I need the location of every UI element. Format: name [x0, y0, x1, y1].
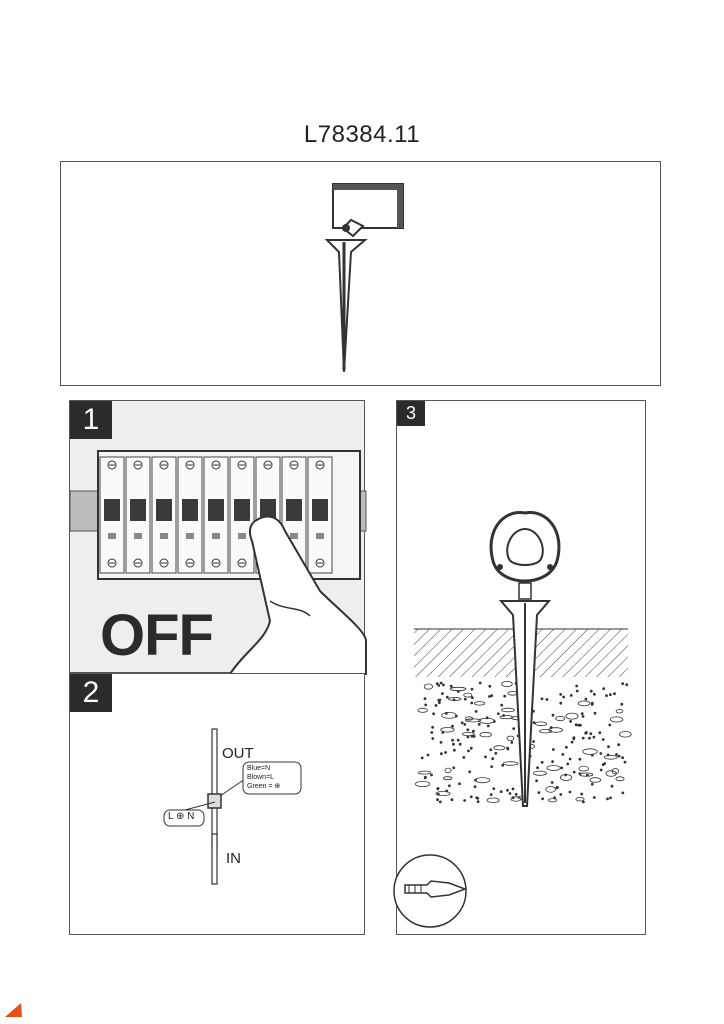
in-label: IN — [226, 850, 241, 867]
terminal-label: L ⊕ N — [168, 811, 195, 822]
step-1-panel: 1 OFF — [69, 400, 367, 675]
off-label: OFF — [100, 603, 214, 668]
out-label: OUT — [222, 745, 254, 762]
breaker-module — [125, 456, 151, 574]
breaker-module — [203, 456, 229, 574]
breaker-module — [229, 456, 255, 574]
soil-texture — [415, 680, 632, 804]
product-overview-panel — [60, 161, 661, 386]
wiring-diagram — [163, 728, 302, 885]
brand-logo-icon — [5, 1003, 22, 1017]
wiring-brown: Blown=L — [247, 774, 275, 781]
wiring-blue: Blue=N — [247, 765, 271, 772]
step-2-badge: 2 — [70, 674, 112, 712]
breaker-module — [177, 456, 203, 574]
breaker-module — [307, 456, 333, 574]
step-2-panel: 2 OUT IN Blue=N Blown=L Green = ⊕ L ⊕ N — [69, 673, 365, 935]
model-number: L78384.11 — [303, 121, 421, 148]
step-1-badge: 1 — [70, 401, 112, 439]
hand-icon — [228, 515, 367, 675]
step-3-panel: 3 — [393, 400, 646, 935]
step-3-badge: 3 — [397, 401, 425, 426]
wiring-legend: Blue=N Blown=L Green = ⊕ — [247, 764, 280, 791]
breaker-module — [151, 456, 177, 574]
screwdriver-icon — [404, 880, 468, 898]
breaker-module — [99, 456, 125, 574]
ground-installation-illustration — [393, 511, 632, 928]
breaker-row — [99, 456, 333, 574]
wiring-green: Green = ⊕ — [247, 783, 281, 790]
breaker-panel-illustration — [69, 450, 367, 675]
spotlight-fixture-icon — [324, 183, 404, 373]
